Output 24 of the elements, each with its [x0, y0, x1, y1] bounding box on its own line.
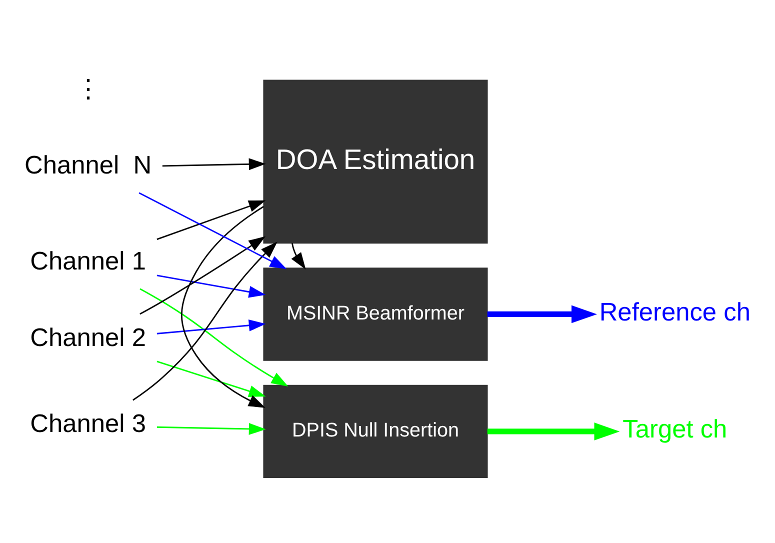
arrow: [487, 422, 620, 440]
arrow: [140, 288, 288, 386]
node-box: DPIS Null Insertion: [263, 384, 488, 478]
node-text: Channel 1: [30, 248, 146, 276]
node-text: Channel N: [24, 152, 152, 180]
arrow: [156, 274, 266, 298]
node-text: Target ch: [622, 416, 728, 444]
arrow: [156, 200, 266, 240]
label: ⋮: [76, 75, 101, 104]
arrow: [156, 360, 266, 397]
arrow: [140, 236, 266, 315]
node-text: Reference ch: [599, 298, 750, 326]
node-box: MSINR Beamformer: [263, 268, 488, 361]
arrow: [132, 242, 278, 401]
arrow: [291, 243, 306, 270]
arrow: [156, 423, 266, 435]
arrow: [156, 319, 266, 334]
node-text: Channel 2: [30, 324, 146, 352]
arrow: [487, 305, 598, 324]
arrow: [181, 206, 266, 408]
arrow: [138, 192, 287, 270]
arrow: [162, 158, 266, 170]
node-box: DOA Estimation: [263, 80, 488, 244]
node-text: Channel 3: [30, 410, 146, 438]
